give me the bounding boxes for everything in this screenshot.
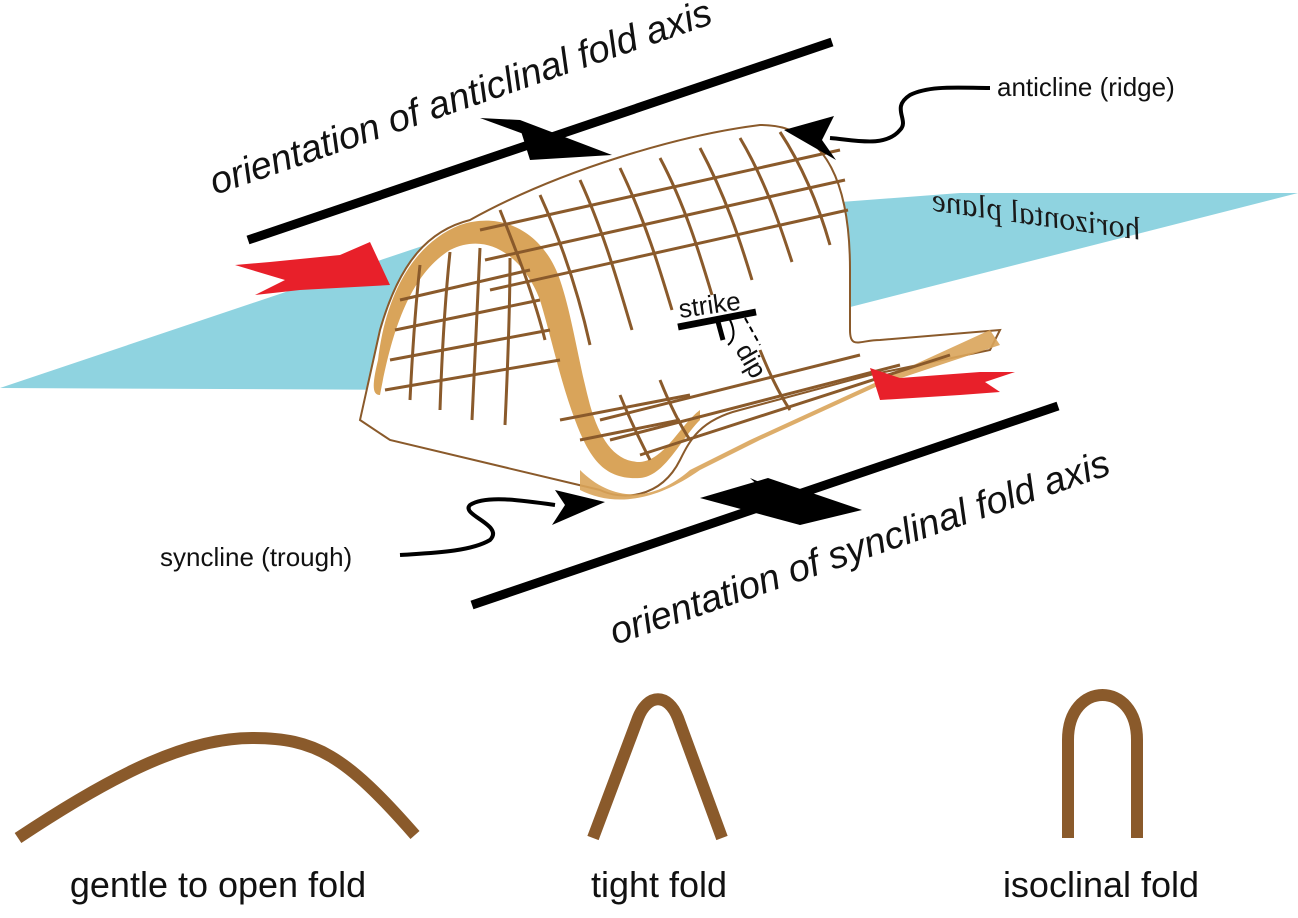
syncline-pointer: [399, 490, 605, 557]
strike-dip-symbol: [677, 308, 761, 346]
gentle-fold-profile: [14, 731, 420, 843]
isoclinal-fold-label: isoclinal fold: [1003, 864, 1199, 905]
gentle-fold-label: gentle to open fold: [70, 864, 366, 905]
syncline-label: syncline (trough): [160, 542, 352, 572]
left-compression-arrow: [235, 242, 390, 295]
isoclinal-fold-profile: [1062, 689, 1143, 838]
folded-layer: [358, 123, 1002, 500]
fold-grid: [384, 131, 951, 461]
anticline-pointer: [784, 85, 991, 160]
tight-fold-label: tight fold: [591, 864, 727, 905]
anticline-label: anticline (ridge): [997, 72, 1175, 102]
synclinal-axis-symbol: [470, 401, 1060, 610]
anticlinal-axis-symbol: [246, 37, 834, 245]
tight-fold-profile: [587, 693, 728, 841]
right-compression-arrow: [870, 368, 1015, 400]
